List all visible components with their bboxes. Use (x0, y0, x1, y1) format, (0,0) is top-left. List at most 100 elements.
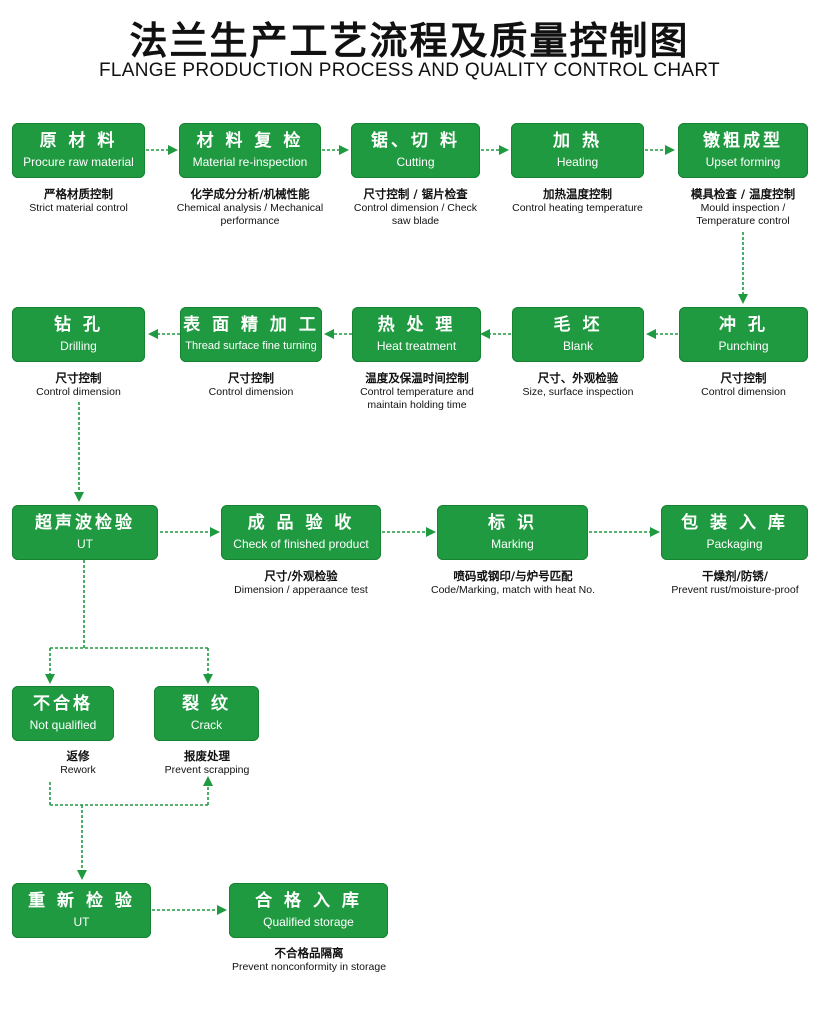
step-heating: 加 热 Heating (511, 123, 644, 178)
note-marking-zh: 喷码或钢印/与炉号匹配 (453, 569, 573, 583)
note-not-qualified-zh: 返修 (66, 749, 90, 763)
note-punching: 尺寸控制 Control dimension (676, 372, 811, 399)
step-crack-zh: 裂 纹 (182, 694, 231, 714)
note-material-reinspection: 化学成分分析/机械性能 Chemical analysis / Mechanic… (168, 188, 332, 228)
note-packaging-en: Prevent rust/moisture-proof (671, 584, 799, 596)
step-finished-check-zh: 成 品 验 收 (247, 513, 355, 533)
note-drilling-en: Control dimension (36, 386, 121, 398)
step-packaging: 包 装 入 库 Packaging (661, 505, 808, 560)
note-not-qualified: 返修 Rework (28, 750, 128, 777)
step-qualified-storage-en: Qualified storage (263, 915, 354, 929)
step-crack: 裂 纹 Crack (154, 686, 259, 741)
note-raw-material: 严格材质控制 Strict material control (2, 188, 155, 215)
note-material-reinspection-en: Chemical analysis / Mechanical performan… (176, 202, 324, 227)
step-not-qualified: 不合格 Not qualified (12, 686, 114, 741)
note-heat-treatment-en: Control temperature and maintain holding… (360, 386, 474, 411)
note-crack: 报废处理 Prevent scrapping (150, 750, 264, 777)
note-blank: 尺寸、外观检验 Size, surface inspection (508, 372, 648, 399)
step-ut-zh: 超声波检验 (35, 513, 135, 533)
step-heat-treatment-zh: 热 处 理 (377, 315, 456, 335)
note-surface-turning: 尺寸控制 Control dimension (180, 372, 322, 399)
step-qualified-storage-zh: 合 格 入 库 (255, 891, 362, 911)
note-crack-en: Prevent scrapping (164, 764, 250, 776)
step-re-ut-en: UT (73, 915, 90, 929)
step-marking-zh: 标 识 (488, 513, 537, 533)
step-material-reinspection-en: Material re-inspection (192, 155, 308, 169)
step-not-qualified-en: Not qualified (29, 718, 97, 732)
note-cutting: 尺寸控制 / 锯片检查 Control dimension / Check sa… (350, 188, 481, 228)
note-heat-treatment-zh: 温度及保温时间控制 (365, 371, 469, 385)
step-heat-treatment: 热 处 理 Heat treatment (352, 307, 481, 362)
step-punching: 冲 孔 Punching (679, 307, 808, 362)
note-punching-en: Control dimension (701, 386, 786, 398)
step-surface-turning-en: Thread surface fine turning (185, 340, 317, 352)
step-blank: 毛 坯 Blank (512, 307, 644, 362)
note-drilling: 尺寸控制 Control dimension (12, 372, 145, 399)
note-heat-treatment: 温度及保温时间控制 Control temperature and mainta… (344, 372, 490, 412)
step-upset-forming-zh: 镦粗成型 (703, 131, 783, 151)
note-crack-zh: 报废处理 (184, 749, 230, 763)
step-cutting-zh: 锯、切 料 (371, 131, 460, 151)
note-raw-material-zh: 严格材质控制 (44, 187, 113, 201)
step-drilling-en: Drilling (60, 339, 97, 353)
step-qualified-storage: 合 格 入 库 Qualified storage (229, 883, 388, 938)
note-qualified-storage-zh: 不合格品隔离 (274, 946, 344, 960)
step-upset-forming-en: Upset forming (705, 155, 781, 169)
step-packaging-zh: 包 装 入 库 (681, 513, 788, 533)
step-crack-en: Crack (190, 718, 223, 732)
step-re-ut: 重 新 检 验 UT (12, 883, 151, 938)
note-marking: 喷码或钢印/与炉号匹配 Code/Marking, match with hea… (420, 570, 606, 597)
step-ut-en: UT (77, 537, 93, 551)
step-raw-material-en: Procure raw material (23, 155, 134, 169)
step-material-reinspection-zh: 材 料 复 检 (196, 131, 304, 151)
step-marking-en: Marking (491, 537, 534, 551)
chart-title: 法兰生产工艺流程及质量控制图 (129, 19, 690, 63)
step-cutting: 锯、切 料 Cutting (351, 123, 480, 178)
step-re-ut-zh: 重 新 检 验 (28, 891, 135, 911)
note-finished-check-en: Dimension / apperaance test (234, 584, 368, 596)
note-surface-turning-en: Control dimension (208, 386, 294, 398)
note-blank-zh: 尺寸、外观检验 (537, 371, 619, 385)
step-raw-material: 原 材 料 Procure raw material (12, 123, 145, 178)
step-not-qualified-zh: 不合格 (33, 694, 93, 714)
note-not-qualified-en: Rework (60, 764, 96, 776)
note-upset-forming-en: Mould inspection / Temperature control (696, 202, 790, 227)
step-finished-check-en: Check of finished product (233, 537, 369, 551)
note-qualified-storage: 不合格品隔离 Prevent nonconformity in storage (218, 947, 400, 974)
step-material-reinspection: 材 料 复 检 Material re-inspection (179, 123, 321, 178)
note-cutting-zh: 尺寸控制 / 锯片检查 (363, 187, 468, 201)
note-finished-check-zh: 尺寸/外观检验 (264, 569, 338, 583)
note-material-reinspection-zh: 化学成分分析/机械性能 (190, 187, 310, 201)
step-packaging-en: Packaging (706, 537, 763, 551)
step-punching-en: Punching (718, 339, 769, 353)
step-heat-treatment-en: Heat treatment (376, 339, 457, 353)
note-qualified-storage-en: Prevent nonconformity in storage (231, 961, 387, 973)
note-marking-en: Code/Marking, match with heat No. (431, 584, 595, 596)
note-finished-check: 尺寸/外观检验 Dimension / apperaance test (216, 570, 386, 597)
chart-subtitle: FLANGE PRODUCTION PROCESS AND QUALITY CO… (99, 60, 720, 81)
note-upset-forming: 模具检查 / 温度控制 Mould inspection / Temperatu… (670, 188, 816, 228)
note-raw-material-en: Strict material control (29, 202, 128, 214)
step-blank-zh: 毛 坯 (553, 315, 603, 335)
note-heating: 加热温度控制 Control heating temperature (500, 188, 655, 215)
note-packaging: 干燥剂/防锈/ Prevent rust/moisture-proof (658, 570, 812, 597)
note-surface-turning-zh: 尺寸控制 (228, 371, 274, 385)
step-punching-zh: 冲 孔 (719, 315, 768, 335)
note-packaging-zh: 干燥剂/防锈/ (702, 569, 768, 583)
step-blank-en: Blank (562, 339, 594, 353)
step-ut: 超声波检验 UT (12, 505, 158, 560)
step-drilling: 钻 孔 Drilling (12, 307, 145, 362)
note-heating-zh: 加热温度控制 (543, 187, 612, 201)
note-punching-zh: 尺寸控制 (720, 371, 767, 385)
step-heating-en: Heating (556, 155, 599, 169)
note-cutting-en: Control dimension / Check saw blade (353, 202, 478, 227)
step-heating-zh: 加 热 (553, 131, 602, 151)
step-upset-forming: 镦粗成型 Upset forming (678, 123, 808, 178)
note-drilling-zh: 尺寸控制 (55, 371, 102, 385)
step-raw-material-zh: 原 材 料 (39, 131, 118, 151)
step-cutting-en: Cutting (396, 155, 435, 169)
note-heating-en: Control heating temperature (512, 202, 643, 214)
step-finished-check: 成 品 验 收 Check of finished product (221, 505, 381, 560)
step-drilling-zh: 钻 孔 (54, 315, 103, 335)
